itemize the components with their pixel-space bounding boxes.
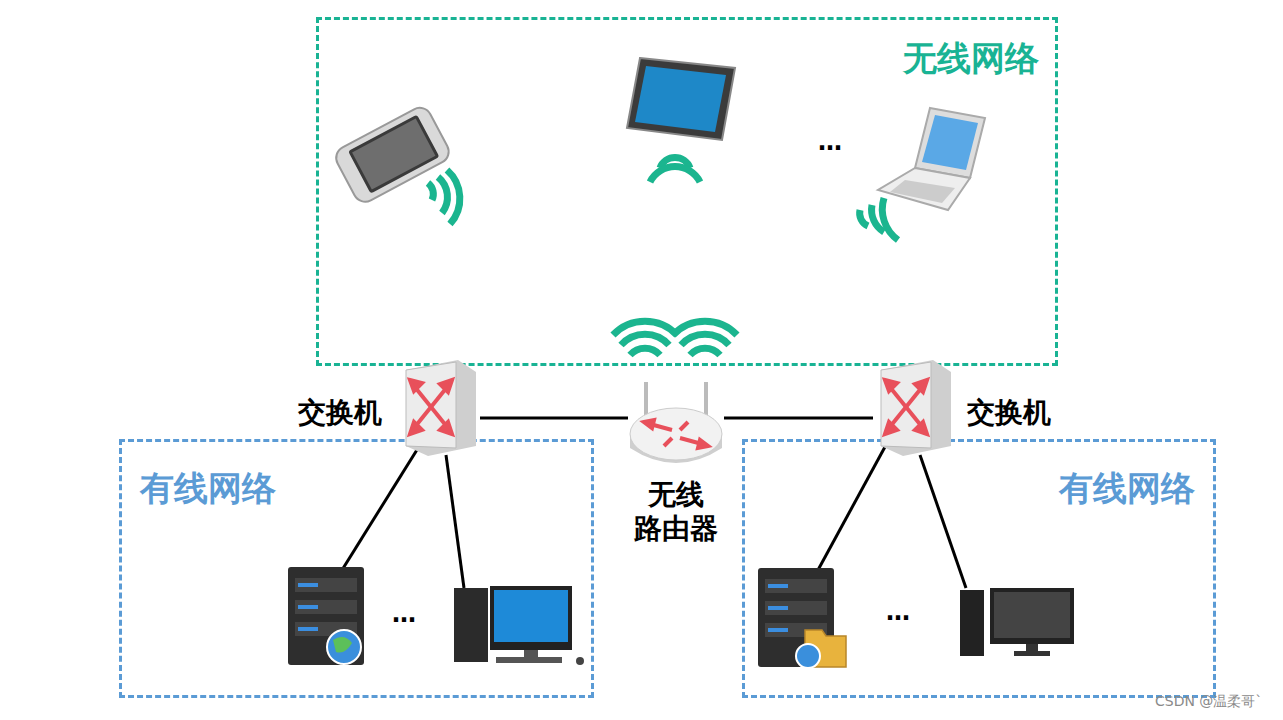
network-link xyxy=(480,417,628,420)
phone-icon xyxy=(332,104,453,206)
watermark: CSDN @温柔哥` xyxy=(1155,693,1262,711)
ellipsis: … xyxy=(818,128,842,156)
region-label: 有线网络 xyxy=(140,468,276,509)
host-wire xyxy=(342,445,966,588)
device-label: 交换机 xyxy=(298,396,382,430)
ellipsis: … xyxy=(392,600,416,628)
device-label: 无线 路由器 xyxy=(630,478,722,545)
device-label: 交换机 xyxy=(967,396,1051,430)
pc-icon xyxy=(454,586,584,665)
network-region: 有线网络 xyxy=(742,439,1216,698)
device-node: 无线 路由器 xyxy=(628,378,724,472)
laptop-icon xyxy=(878,108,985,210)
device-node: 交换机 xyxy=(398,358,480,458)
region-label: 无线网络 xyxy=(903,38,1039,79)
server-icon xyxy=(758,568,846,668)
region-label: 有线网络 xyxy=(1059,468,1195,509)
wifi-signal xyxy=(428,158,898,355)
ellipsis: … xyxy=(886,598,910,626)
network-link xyxy=(724,417,873,420)
network-region: 无线网络 xyxy=(316,17,1058,366)
pc-icon xyxy=(960,588,1074,656)
server-icon xyxy=(288,567,364,665)
device-node: 交换机 xyxy=(873,358,955,458)
tablet-icon xyxy=(627,58,735,140)
network-region: 有线网络 xyxy=(119,439,594,698)
